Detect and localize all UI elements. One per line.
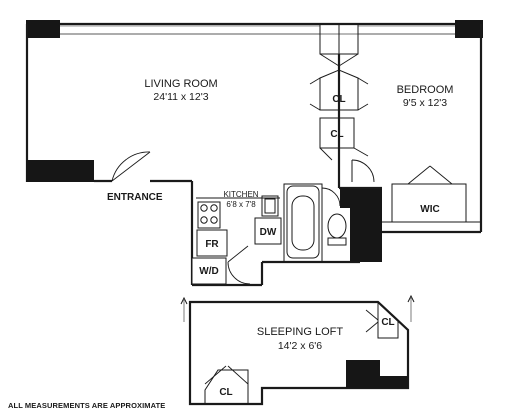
closet-upper-label: CL	[332, 94, 345, 105]
corner-column-top-right	[455, 20, 483, 38]
bedroom-name: BEDROOM	[397, 84, 454, 96]
dishwasher-label: DW	[260, 227, 277, 238]
wall-block-bottom-left	[26, 160, 94, 182]
kitchen-sink	[261, 195, 279, 217]
corner-column-top-left	[26, 20, 60, 38]
bathtub	[286, 185, 320, 259]
closet-loft-right-label: CL	[381, 317, 394, 328]
fridge-label: FR	[205, 239, 219, 250]
closet-loft-bottom-label: CL	[219, 387, 232, 398]
living-room-name: LIVING ROOM	[144, 78, 217, 90]
sleeping-loft-dims: 14'2 x 6'6	[278, 340, 322, 352]
wic-label: WIC	[420, 204, 439, 215]
wic-outline	[391, 183, 467, 223]
bathroom	[283, 183, 350, 263]
wall-block-bath	[350, 188, 382, 262]
kitchen-fixtures	[191, 195, 282, 285]
partition-and-closets	[309, 23, 467, 223]
kitchen-dims: 6'8 x 7'8	[226, 200, 256, 209]
washer-dryer	[191, 257, 227, 285]
sleeping-loft	[180, 294, 415, 406]
washer-dryer-label: W/D	[199, 266, 218, 277]
footer-note: ALL MEASUREMENTS ARE APPROXIMATE	[8, 401, 165, 410]
kitchen-name: KITCHEN	[223, 190, 258, 199]
dishwasher	[254, 217, 282, 245]
bedroom-dims: 9'5 x 12'3	[403, 97, 447, 109]
entrance-door	[111, 151, 151, 182]
window-band-right	[357, 25, 459, 35]
entrance-label: ENTRANCE	[107, 192, 163, 203]
closet-lower-label: CL	[330, 129, 343, 140]
window-band-left	[57, 25, 321, 35]
main-unit-walls	[25, 20, 483, 287]
fridge	[196, 229, 228, 257]
stove	[197, 201, 221, 229]
sleeping-loft-name: SLEEPING LOFT	[257, 326, 343, 338]
living-room-dims: 24'11 x 12'3	[153, 91, 208, 103]
toilet	[327, 213, 347, 239]
